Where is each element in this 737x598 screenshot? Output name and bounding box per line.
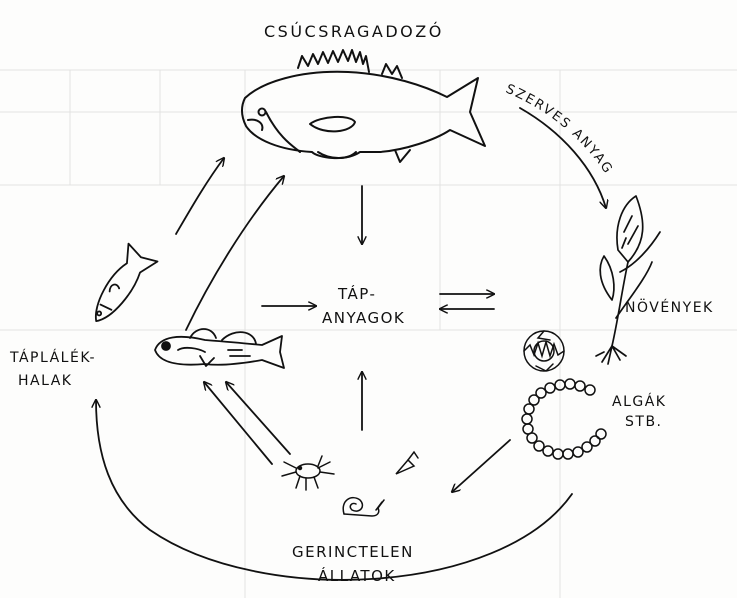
invertebrates-label-line1: GERINCTELEN bbox=[292, 543, 414, 561]
water-plant-icon bbox=[596, 196, 660, 364]
snail-icon bbox=[343, 498, 384, 516]
goby-fish-icon bbox=[155, 329, 284, 368]
algae-chain-icon bbox=[522, 379, 606, 459]
algae-label-line1: ALGÁK bbox=[612, 394, 666, 410]
algae-colony-icon bbox=[524, 331, 564, 371]
algae-label-line2: STB. bbox=[625, 414, 663, 430]
insect-larva-icon bbox=[396, 452, 418, 474]
forage-fish-label-line1: TÁPLÁLÉK- bbox=[10, 350, 96, 366]
shrimp-icon bbox=[282, 456, 334, 490]
predator-label: CSÚCSRAGADOZÓ bbox=[264, 22, 444, 41]
nutrients-label-line1: TÁP- bbox=[338, 285, 376, 303]
background-table-ghost bbox=[0, 70, 737, 598]
nutrients-label-line2: ANYAGOK bbox=[322, 309, 405, 327]
arrow-inverts-to-goby-2 bbox=[226, 382, 290, 454]
arrow-algae-to-inverts bbox=[452, 440, 510, 492]
predator-fish-icon bbox=[242, 50, 485, 162]
arrow-preyfish-to-predator bbox=[176, 158, 224, 234]
plants-label: NÖVÉNYEK bbox=[625, 300, 714, 316]
invertebrates-label-line2: ÁLLATOK bbox=[318, 567, 396, 585]
prey-fish-icon bbox=[81, 242, 157, 330]
forage-fish-label-line2: HALAK bbox=[18, 373, 72, 389]
